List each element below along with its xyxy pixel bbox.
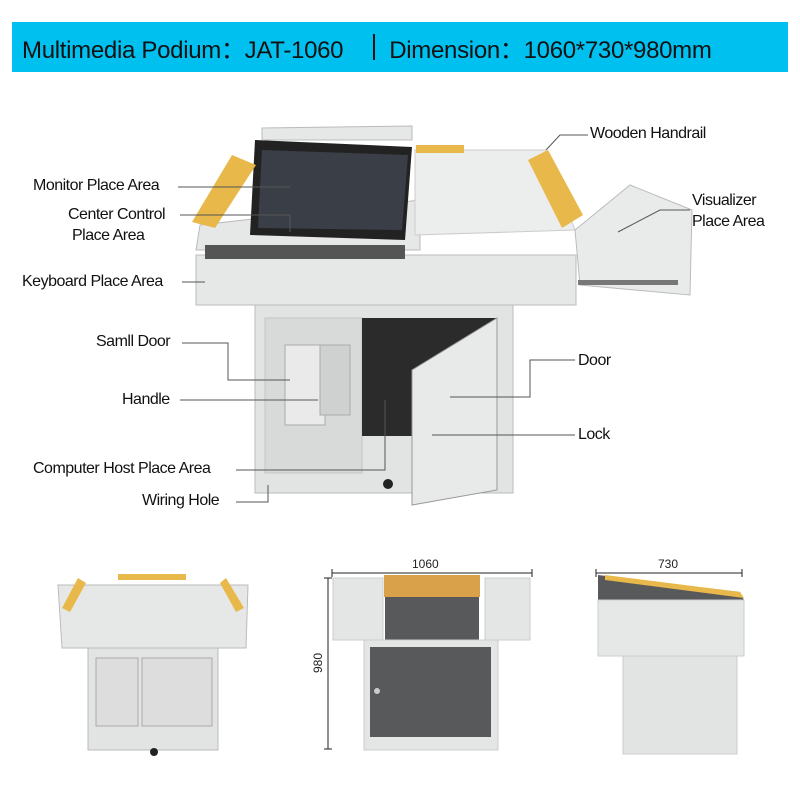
callout-center-control-1: Center Control [68,206,166,223]
title-banner: Multimedia Podium：JAT-1060 Dimension：1060… [12,22,788,72]
divider [373,34,376,60]
callout-center-control-2: Place Area [72,227,145,244]
callout-computer-host: Computer Host Place Area [33,460,211,477]
callout-wiring-hole: Wiring Hole [142,492,220,509]
width-dimension: 1060 [412,557,439,571]
product-title: Multimedia Podium：JAT-1060 [22,36,344,64]
main-podium [192,125,693,506]
callout-door: Door [578,352,611,369]
side-view-dimensioned [595,569,745,755]
callout-handle: Handle [122,391,170,408]
front-view-dimensioned [324,569,533,751]
callout-visualizer-2: Place Area [692,213,765,230]
height-dimension: 980 [311,652,326,674]
callout-lock: Lock [578,426,610,443]
leader-lines [178,134,690,503]
depth-dimension: 730 [658,557,679,571]
front-view-closed [57,574,249,756]
callout-monitor: Monitor Place Area [33,177,160,194]
dimension-title: Dimension：1060*730*980mm [389,36,712,64]
callout-small-door: Samll Door [96,333,171,350]
callout-keyboard: Keyboard Place Area [22,273,163,290]
callout-handrail: Wooden Handrail [590,125,706,142]
callout-visualizer-1: Visualizer [692,192,757,209]
